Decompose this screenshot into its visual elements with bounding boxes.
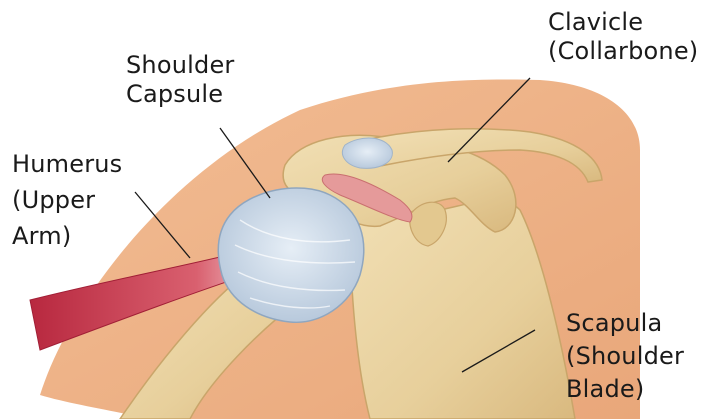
label-clavicle-line-1: Clavicle: [548, 8, 698, 37]
label-humerus-line-2: (Upper: [12, 182, 122, 218]
label-shoulder-capsule: Shoulder Capsule: [126, 51, 234, 109]
ac-joint-capsule: [342, 138, 392, 168]
label-clavicle-line-2: (Collarbone): [548, 37, 698, 66]
label-scapula-line-3: Blade): [566, 373, 684, 406]
label-humerus-line-3: Arm): [12, 218, 122, 254]
label-scapula: Scapula (Shoulder Blade): [566, 307, 684, 406]
label-scapula-line-1: Scapula: [566, 307, 684, 340]
label-humerus: Humerus (Upper Arm): [12, 146, 122, 254]
label-clavicle: Clavicle (Collarbone): [548, 8, 698, 66]
label-capsule-line-2: Capsule: [126, 80, 234, 109]
label-scapula-line-2: (Shoulder: [566, 340, 684, 373]
label-capsule-line-1: Shoulder: [126, 51, 234, 80]
label-humerus-line-1: Humerus: [12, 146, 122, 182]
shoulder-capsule: [218, 188, 363, 322]
